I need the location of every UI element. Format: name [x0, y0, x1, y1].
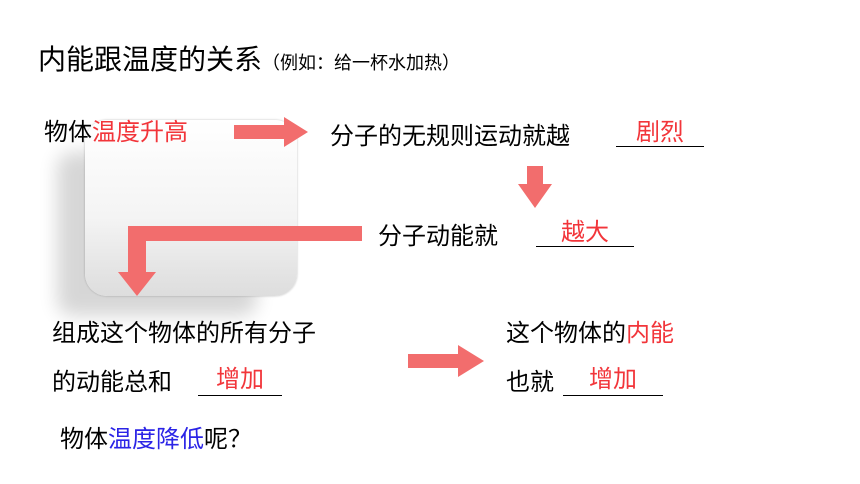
- question-suffix: 呢？: [204, 425, 252, 453]
- answer-motion: 剧烈: [636, 118, 684, 146]
- object-word: 物体: [44, 118, 92, 146]
- kinetic-sum-text: 的动能总和: [52, 368, 172, 396]
- answer-internal: 增加: [589, 365, 637, 393]
- all-molecules-text: 组成这个物体的所有分子: [52, 319, 316, 347]
- temperature-rise-label: 物体温度升高: [44, 117, 188, 147]
- bent-down-left-arrow-icon: [118, 226, 362, 296]
- answer-blank-kinetic: [536, 246, 634, 247]
- right-arrow-icon-2: [408, 345, 484, 377]
- internal-energy-prefix: 这个物体的: [506, 319, 626, 347]
- right-arrow-icon: [234, 117, 308, 147]
- temperature-rise-highlight: 温度升高: [92, 118, 188, 146]
- also-text: 也就: [506, 368, 554, 396]
- internal-energy-text: 这个物体的内能: [506, 318, 674, 348]
- down-arrow-icon: [518, 166, 552, 208]
- answer-blank-internal: [563, 395, 663, 396]
- question-prefix: 物体: [60, 425, 108, 453]
- answer-kinetic: 越大: [561, 218, 609, 246]
- internal-energy-highlight: 内能: [626, 319, 674, 347]
- answer-blank-motion: [616, 146, 704, 147]
- answer-sum: 增加: [216, 365, 264, 393]
- page-title: 内能跟温度的关系（例如：给一杯水加热）: [38, 38, 460, 78]
- temperature-drop-highlight: 温度降低: [108, 425, 204, 453]
- kinetic-energy-text: 分子动能就: [378, 222, 498, 250]
- molecular-motion-text: 分子的无规则运动就越: [330, 122, 570, 150]
- decorative-rounded-card: [85, 120, 297, 296]
- title-subtitle: （例如：给一杯水加热）: [262, 53, 461, 74]
- title-main: 内能跟温度的关系: [38, 43, 263, 76]
- answer-blank-sum: [198, 395, 282, 396]
- temperature-drop-question: 物体温度降低呢？: [60, 424, 252, 454]
